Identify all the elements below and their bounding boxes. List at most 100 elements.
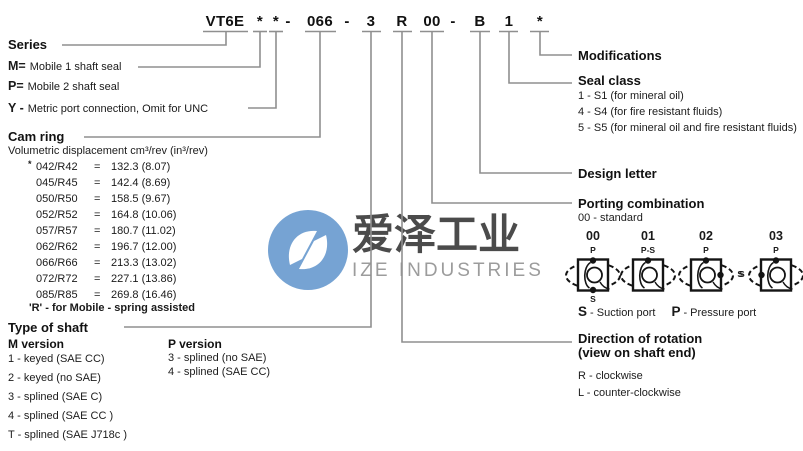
port-top-label: P <box>590 245 596 255</box>
cam-ring-table: * 042/R42 = 132.3 (8.07) 045/R45=142.4 (8.… <box>28 159 177 305</box>
port-top-label: P <box>773 245 779 255</box>
p-version-item: 4 - splined (SAE CC) <box>168 366 271 378</box>
watermark-text: 爱泽工业 IZE INDUSTRIES <box>352 211 544 282</box>
code-segment-design: B <box>474 13 486 30</box>
series-title: Series <box>8 37 48 52</box>
port-option-label: 03 <box>769 229 783 243</box>
cam-ring-star: * <box>28 159 32 169</box>
direction-item: L - counter-clockwise <box>578 387 681 399</box>
cam-ring-code: 085/R85 <box>36 289 78 301</box>
legend-pressure-key: P <box>671 304 681 319</box>
metric-port-text: Metric port connection, Omit for UNC <box>27 103 209 115</box>
code-segment-port-conn: * <box>272 13 280 30</box>
cam-ring-code: 066/R66 <box>36 257 78 269</box>
legend-suction-key: S <box>578 304 588 319</box>
cam-ring-row: 045/R45=142.4 (8.69) <box>36 177 176 193</box>
modifications-title: Modifications <box>578 48 662 63</box>
cam-ring-value: 142.4 (8.69) <box>111 177 171 189</box>
port-legend: S - Suction port P - Pressure port <box>578 304 756 319</box>
shaft-seal-m-key: M= <box>8 59 26 73</box>
shaft-seal-m-text: Mobile 1 shaft seal <box>29 61 122 73</box>
p-version-title: P version <box>168 337 222 351</box>
code-segment-porting: 00 <box>423 13 441 30</box>
port-option-02: 02 P S <box>676 229 745 301</box>
legend-pressure-text: - Pressure port <box>683 307 757 319</box>
code-dash-3: - <box>450 13 456 30</box>
cam-ring-row: 052/R52=164.8 (10.06) <box>36 209 176 225</box>
cam-ring-code: 042/R42 <box>36 161 78 173</box>
watermark-cn-text: 爱泽工业 <box>352 211 521 258</box>
code-dash-2: - <box>344 13 350 30</box>
pump-symbol-icon <box>678 257 734 292</box>
cam-ring-row: 057/R57 = 180.7 (11.02) <box>36 225 176 241</box>
m-version-title: M version <box>8 337 65 351</box>
seal-class-item: 5 - S5 (for mineral oil and fire resista… <box>578 122 797 134</box>
equals-sign: = <box>94 241 101 253</box>
shaft-seal-p-key: P= <box>8 79 24 93</box>
seal-class-item: 1 - S1 (for mineral oil) <box>578 90 684 102</box>
port-option-label: 01 <box>641 229 655 243</box>
cam-ring-value: 196.7 (12.00) <box>111 241 177 253</box>
port-option-label: 02 <box>699 229 713 243</box>
equals-sign: = <box>94 193 101 205</box>
port-left-label: S <box>737 269 743 279</box>
seal-class-item: 4 - S4 (for fire resistant fluids) <box>578 106 723 118</box>
code-segment-rotation: R <box>396 13 408 30</box>
shaft-seal-option-m: M=Mobile 1 shaft seal <box>8 59 121 73</box>
shaft-seal-p-text: Mobile 2 shaft seal <box>27 81 120 93</box>
equals-sign: = <box>94 225 101 237</box>
ize-logo-icon <box>268 210 348 290</box>
legend-suction-text: - Suction port <box>590 307 656 319</box>
seal-class-title: Seal class <box>578 73 641 88</box>
code-segment-seal: * <box>256 13 264 30</box>
cam-ring-row: 072/R72=227.1 (13.86) <box>36 273 176 289</box>
port-top-label: P <box>703 245 709 255</box>
pump-symbol-icon <box>620 257 676 292</box>
port-top-label: P-S <box>640 245 656 255</box>
pump-symbol-icon <box>748 257 803 292</box>
metric-port-key: Y - <box>8 101 24 115</box>
cam-ring-subtitle: Volumetric displacement cm³/rev (in³/rev… <box>8 145 208 157</box>
port-option-01: 01 P-S <box>618 229 678 301</box>
cam-ring-title: Cam ring <box>8 129 65 144</box>
porting-standard-note: 00 - standard <box>578 212 643 224</box>
port-option-03: 03 P S <box>737 229 803 301</box>
porting-title: Porting combination <box>578 196 705 211</box>
code-segment-shaft: 3 <box>366 13 376 30</box>
pump-symbol-icon <box>565 257 621 294</box>
cam-ring-value: 213.3 (13.02) <box>111 257 177 269</box>
watermark-en-text: IZE INDUSTRIES <box>352 260 544 282</box>
equals-sign: = <box>94 161 101 173</box>
equals-sign: = <box>94 289 101 301</box>
cam-ring-value: 180.7 (11.02) <box>111 225 176 237</box>
port-option-label: 00 <box>586 229 600 243</box>
m-version-item: 1 - keyed (SAE CC) <box>8 353 105 365</box>
port-right-label: S <box>739 269 745 279</box>
cam-ring-code: 062/R62 <box>36 241 78 253</box>
cam-ring-value: 227.1 (13.86) <box>111 273 177 285</box>
code-segment-modifications: * <box>536 13 544 30</box>
cam-ring-footnote: 'R' - for Mobile - spring assisted <box>29 302 195 314</box>
direction-title-line2: (view on shaft end) <box>578 345 696 360</box>
port-option-00: 00 P S <box>563 229 623 304</box>
cam-ring-value: 158.5 (9.67) <box>111 193 171 205</box>
cam-ring-value: 132.3 (8.07) <box>111 161 171 173</box>
cam-ring-code: 057/R57 <box>36 225 78 237</box>
cam-ring-code: 050/R50 <box>36 193 78 205</box>
cam-ring-value: 269.8 (16.46) <box>111 289 177 301</box>
code-segment-cam-ring: 066 <box>307 13 333 30</box>
cam-ring-row: 062/R62 = 196.7 (12.00) <box>36 241 176 257</box>
cam-ring-code: 052/R52 <box>36 209 78 221</box>
equals-sign: = <box>94 257 101 269</box>
code-dash-1: - <box>285 13 291 30</box>
code-segment-seal-class: 1 <box>504 13 514 30</box>
port-bottom-label: S <box>590 294 596 304</box>
cam-ring-row: * 042/R42 = 132.3 (8.07) <box>28 159 176 177</box>
direction-title-line1: Direction of rotation <box>578 331 703 346</box>
equals-sign: = <box>94 209 101 221</box>
design-letter-title: Design letter <box>578 166 657 181</box>
watermark-logo <box>266 208 350 297</box>
m-version-item: T - splined (SAE J718c ) <box>8 429 128 441</box>
m-version-item: 2 - keyed (no SAE) <box>8 372 101 384</box>
